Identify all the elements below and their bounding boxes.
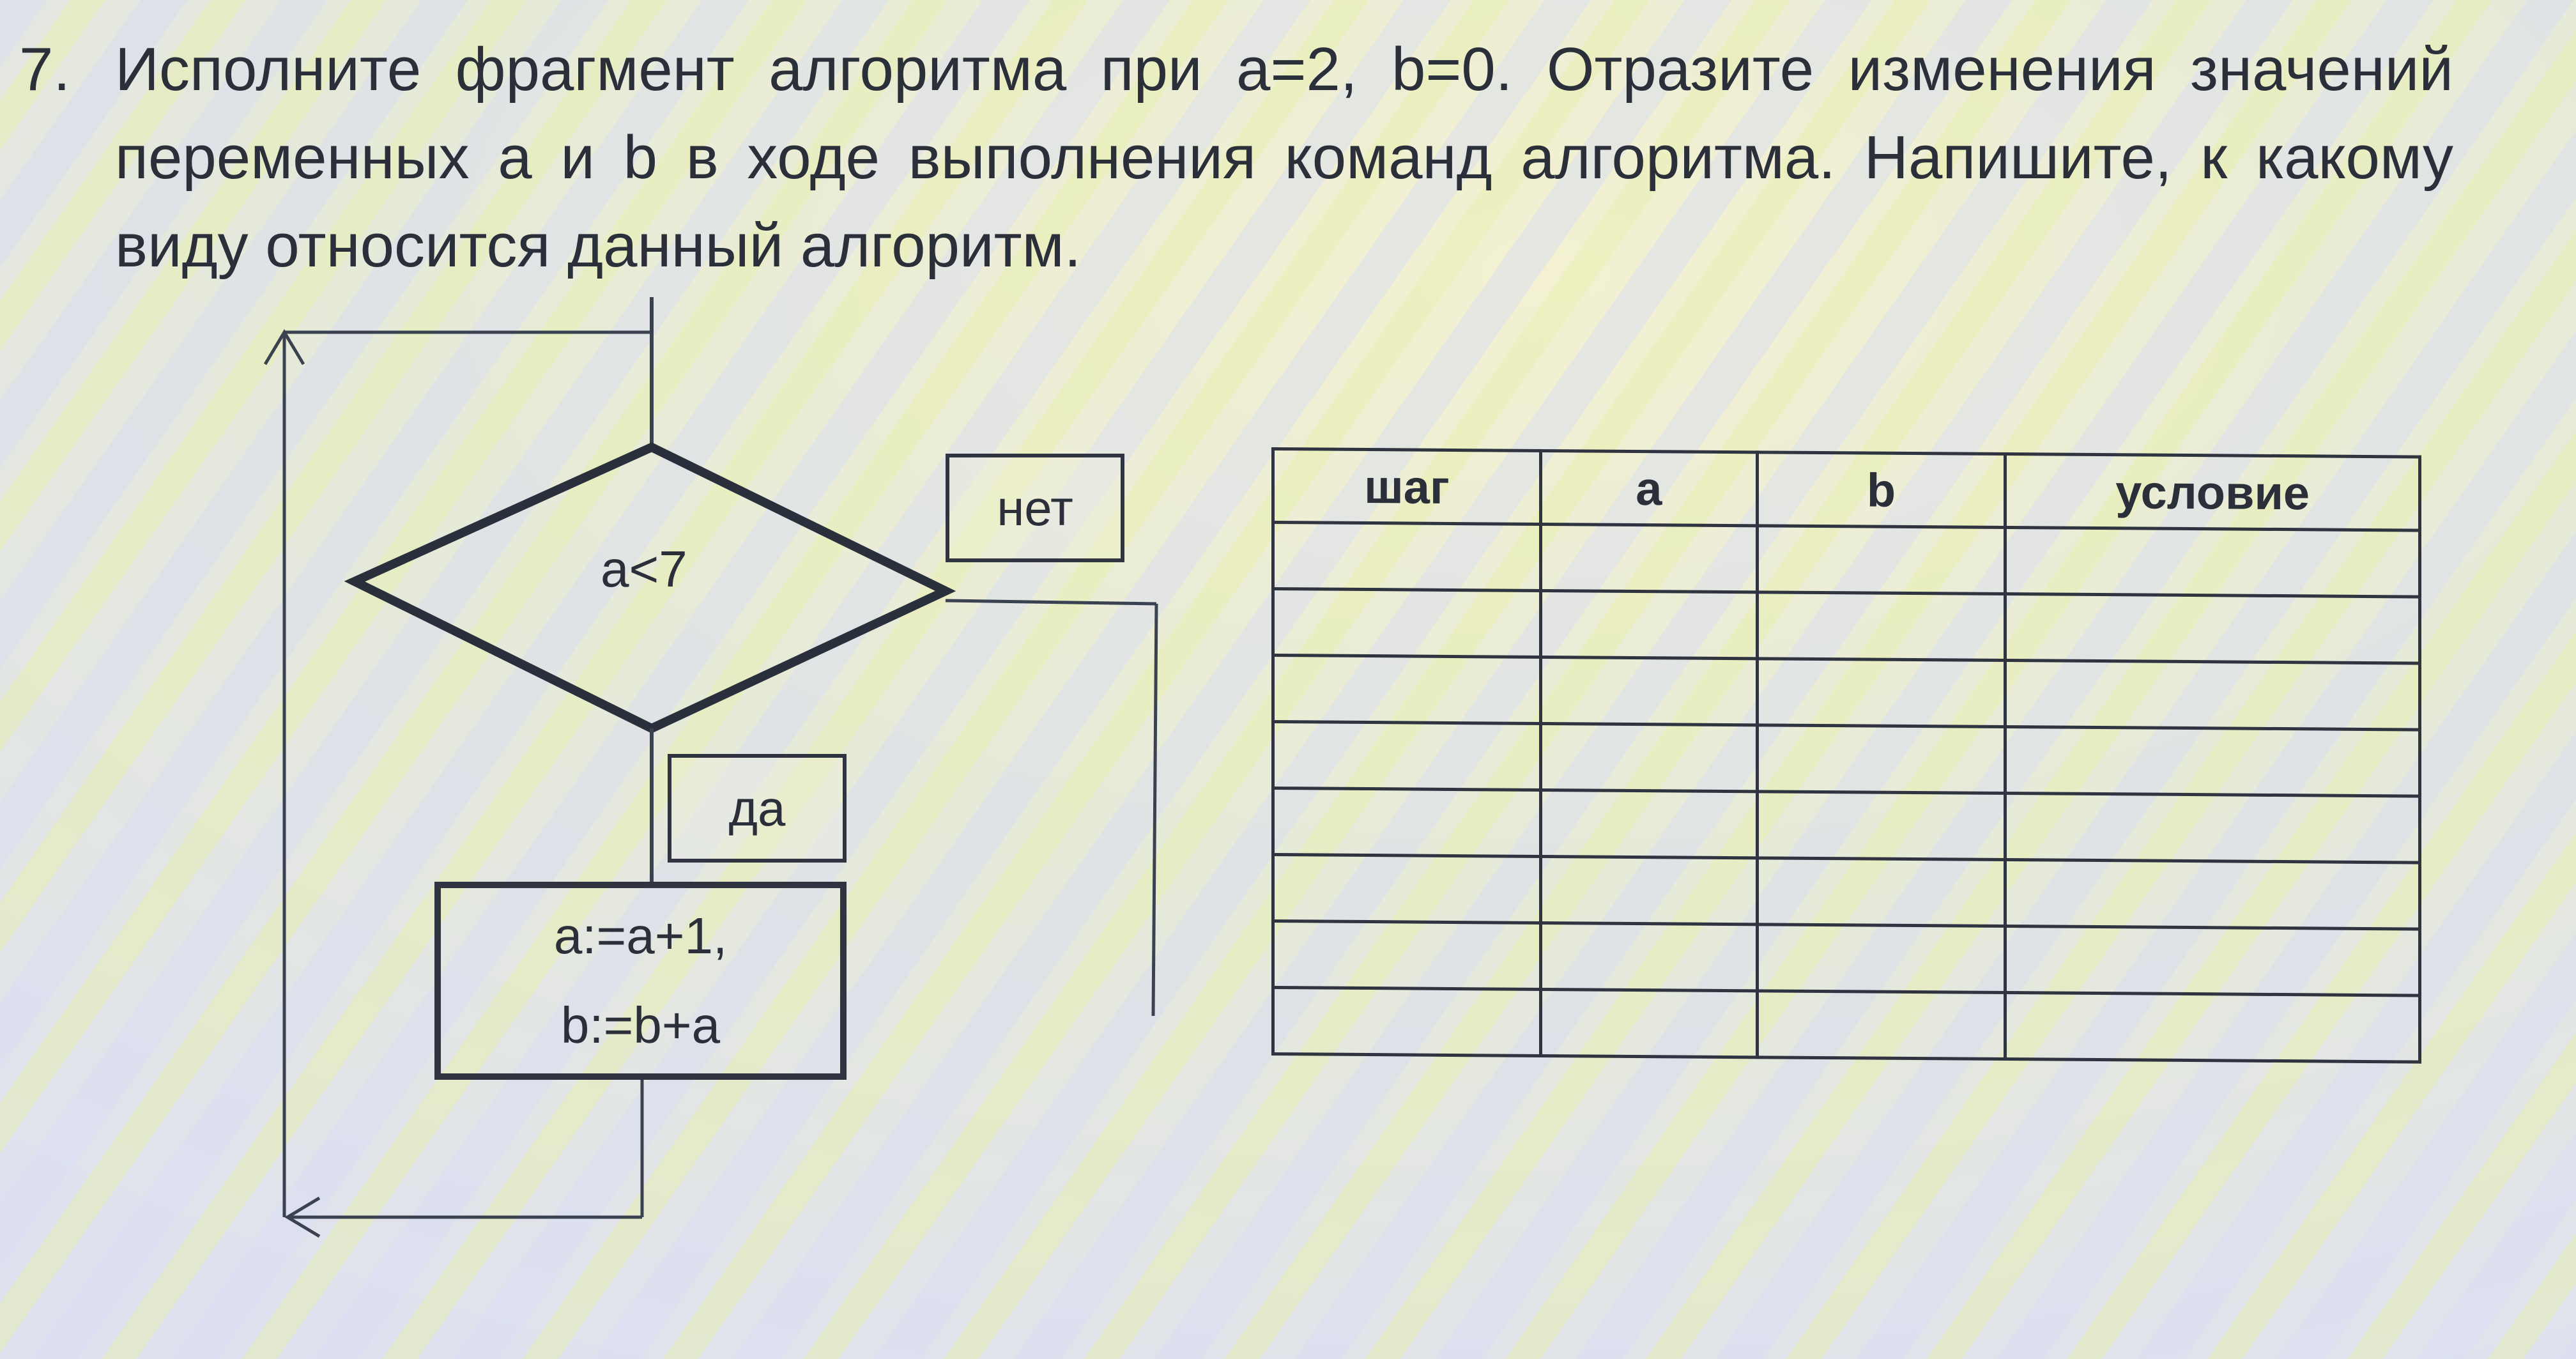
- table-cell[interactable]: [1757, 990, 2005, 1059]
- table-cell[interactable]: [1540, 524, 1758, 592]
- no-line-vertical: [1151, 603, 1158, 1017]
- table-cell[interactable]: [1273, 588, 1541, 657]
- trace-table: шаг a b условие: [1271, 447, 2421, 1064]
- table-row: [1273, 788, 2420, 863]
- table-cell[interactable]: [1757, 525, 2005, 594]
- table-cell[interactable]: [1540, 723, 1758, 792]
- process-block: a:=a+1, b:=b+a: [434, 882, 847, 1080]
- table-cell[interactable]: [2005, 594, 2420, 664]
- table-cell[interactable]: [1273, 987, 1541, 1056]
- table-row: [1273, 655, 2420, 730]
- table-row: [1273, 854, 2420, 930]
- loop-up-arrow: [263, 329, 305, 365]
- header-condition: условие: [2005, 454, 2420, 531]
- table-row: [1273, 921, 2420, 996]
- table-cell[interactable]: [1540, 989, 1758, 1057]
- table-row: [1273, 721, 2420, 797]
- process-line-1: a:=a+1,: [553, 907, 728, 964]
- table-cell[interactable]: [1757, 857, 2005, 926]
- loop-left-arrow: [284, 1196, 321, 1238]
- table-header-row: шаг a b условие: [1273, 449, 2420, 531]
- header-b: b: [1757, 452, 2005, 528]
- yes-label-box: да: [668, 754, 847, 863]
- table-cell[interactable]: [1757, 592, 2005, 661]
- table-cell[interactable]: [1757, 725, 2005, 794]
- table-row: [1273, 588, 2420, 664]
- table-cell[interactable]: [1757, 791, 2005, 860]
- table-cell[interactable]: [1273, 788, 1541, 857]
- table-cell[interactable]: [1273, 854, 1541, 923]
- table-cell[interactable]: [2005, 992, 2420, 1063]
- task-number: 7.: [19, 35, 71, 104]
- no-line-horizontal: [945, 599, 1157, 606]
- table-cell[interactable]: [1273, 921, 1541, 990]
- table-row: [1273, 522, 2420, 597]
- condition-label: a<7: [601, 541, 687, 597]
- task-text: Исполните фрагмент алгоритма при а=2, b=…: [115, 35, 2453, 280]
- process-line-2: b:=b+a: [560, 997, 721, 1054]
- table-cell[interactable]: [1273, 655, 1541, 724]
- table-cell[interactable]: [2005, 859, 2420, 930]
- table-cell[interactable]: [2005, 926, 2420, 996]
- table-cell[interactable]: [1273, 522, 1541, 591]
- table-cell[interactable]: [1540, 856, 1758, 925]
- table-cell[interactable]: [1540, 657, 1758, 725]
- table-cell[interactable]: [2005, 527, 2420, 597]
- table-cell[interactable]: [1273, 721, 1541, 790]
- table-cell[interactable]: [1540, 923, 1758, 991]
- table-cell[interactable]: [2005, 793, 2420, 863]
- table-cell[interactable]: [2005, 660, 2420, 730]
- table-cell[interactable]: [1540, 790, 1758, 858]
- table-cell[interactable]: [1757, 924, 2005, 993]
- table-cell[interactable]: [1757, 658, 2005, 727]
- table-cell[interactable]: [1540, 590, 1758, 659]
- no-label-box: нет: [946, 454, 1124, 562]
- header-step: шаг: [1273, 449, 1541, 525]
- table-row: [1273, 987, 2420, 1063]
- table-cell[interactable]: [2005, 726, 2420, 797]
- header-a: a: [1540, 450, 1758, 526]
